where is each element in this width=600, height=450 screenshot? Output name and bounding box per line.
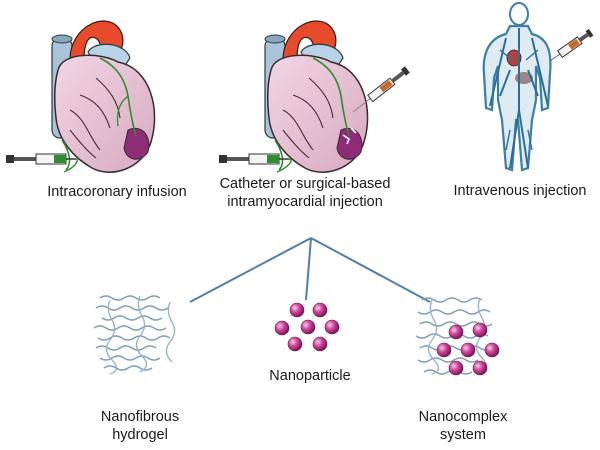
label-line: Nanofibrous (100, 409, 180, 425)
nanocomplex-bead (448, 324, 464, 340)
label-line: Catheter or surgical-based (219, 176, 391, 192)
branch-connector (189, 237, 431, 303)
fiber-mesh-icon (93, 295, 176, 375)
intravenous-injection-label: Intravenous injection (440, 182, 600, 200)
label-line: Intravenous injection (453, 183, 587, 199)
nanocomplex-system-label: Nanocomplex system (398, 408, 528, 444)
nanoparticle-bead (324, 319, 340, 335)
label-line: intramyocardial injection (227, 194, 383, 210)
heart-with-coronary-catheter-icon (6, 20, 156, 173)
human-body-vascular-icon (482, 2, 594, 172)
heart-with-intramyocardial-needle-icon (219, 20, 410, 173)
nanocomplex-bead (436, 342, 452, 358)
label-line: hydrogel (112, 427, 168, 443)
nanocomplex-bead (460, 342, 476, 358)
nanoparticle-bead (312, 302, 328, 318)
nanoparticle-bead (289, 302, 305, 318)
nanocomplex-bead (484, 342, 500, 358)
particle-cluster-icon (274, 302, 340, 352)
nanoparticle-bead (300, 319, 316, 335)
nanocomplex-bead (448, 360, 464, 376)
label-line: system (440, 427, 486, 443)
label-line: Nanoparticle (269, 368, 351, 384)
intracoronary-infusion-label: Intracoronary infusion (22, 183, 212, 201)
nanoparticle-label: Nanoparticle (250, 367, 370, 385)
nanocomplex-bead (472, 322, 488, 338)
nanoparticle-bead (312, 336, 328, 352)
label-line: Intracoronary infusion (47, 184, 187, 200)
label-line: Nanocomplex (418, 409, 508, 425)
nanofibrous-hydrogel-label: Nanofibrous hydrogel (80, 408, 200, 444)
particles-in-mesh-icon (415, 297, 500, 376)
nanocomplex-bead (472, 360, 488, 376)
nanoparticle-bead (274, 320, 290, 336)
intramyocardial-injection-label: Catheter or surgical-based intramyocardi… (205, 175, 405, 211)
nanoparticle-bead (287, 336, 303, 352)
